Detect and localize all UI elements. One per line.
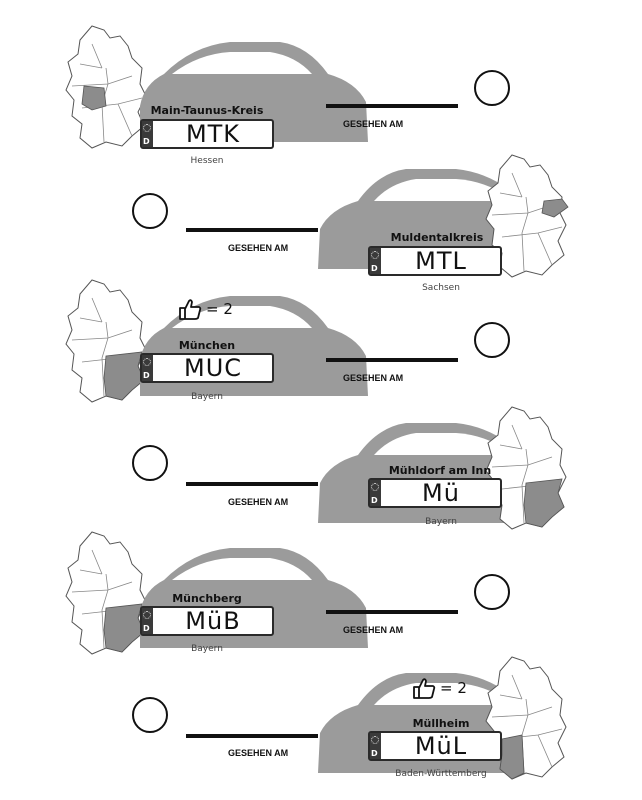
card-row-1: Main-Taunus-Kreis D MTK Hessen GESEHEN A… — [0, 24, 642, 166]
district-name: Münchberg — [172, 592, 242, 605]
plate-code: MTK — [185, 120, 241, 148]
seen-label: GESEHEN AM — [228, 243, 289, 253]
country-code: D — [371, 264, 378, 273]
country-code: D — [143, 624, 150, 633]
district-name: Main-Taunus-Kreis — [150, 104, 264, 117]
germany-map-icon — [485, 656, 567, 780]
eu-stars-icon — [371, 483, 379, 491]
check-circle[interactable] — [132, 193, 168, 229]
license-plate: D MüB — [140, 606, 274, 636]
germany-map-icon — [485, 154, 569, 278]
date-line — [326, 610, 458, 614]
germany-map-icon — [65, 279, 147, 403]
date-line — [186, 482, 318, 486]
card-row-5: Münchberg D MüB Bayern GESEHEN AM — [0, 530, 642, 657]
country-code: D — [143, 137, 150, 146]
card-row-3: = 2 München D MUC Bayern GESEHEN AM — [0, 278, 642, 405]
district-name: Muldentalkreis — [390, 231, 484, 244]
car-silhouette-icon — [140, 42, 368, 142]
state-name: Sachsen — [422, 283, 460, 293]
date-line — [326, 104, 458, 108]
thumbs-up-icon — [413, 678, 436, 699]
country-code: D — [143, 371, 150, 380]
eu-band: D — [370, 248, 381, 274]
district-name: Müllheim — [412, 717, 470, 730]
license-plate: D Mü — [368, 478, 502, 508]
license-plate: D MTL — [368, 246, 502, 276]
date-line — [326, 358, 458, 362]
plate-code: MüL — [414, 732, 468, 760]
likes-badge: = 2 — [178, 298, 233, 320]
state-name: Baden-Württemberg — [395, 769, 487, 779]
state-name: Hessen — [190, 156, 224, 166]
likes-count: = 2 — [440, 679, 467, 697]
card-row-4: GESEHEN AM Mühldorf am Inn D Mü Bayern — [0, 405, 642, 532]
card-row-6: GESEHEN AM = 2 Müllheim D MüL Baden-Würt… — [0, 655, 642, 782]
likes-count: = 2 — [206, 300, 233, 318]
check-circle[interactable] — [474, 574, 510, 610]
eu-stars-icon — [371, 736, 379, 744]
eu-band: D — [142, 121, 153, 147]
eu-band: D — [142, 608, 153, 634]
eu-stars-icon — [143, 358, 151, 366]
district-name: Mühldorf am Inn — [388, 464, 492, 477]
seen-label: GESEHEN AM — [343, 373, 404, 383]
eu-band: D — [370, 480, 381, 506]
check-circle[interactable] — [132, 445, 168, 481]
date-line — [186, 228, 318, 232]
seen-label: GESEHEN AM — [228, 748, 289, 758]
germany-map-icon — [65, 531, 147, 655]
eu-band: D — [370, 733, 381, 759]
license-plate: D MüL — [368, 731, 502, 761]
check-circle[interactable] — [132, 697, 168, 733]
likes-badge: = 2 — [412, 677, 467, 699]
check-circle[interactable] — [474, 322, 510, 358]
eu-stars-icon — [143, 124, 151, 132]
seen-label: GESEHEN AM — [228, 497, 289, 507]
plate-code: Mü — [422, 479, 460, 507]
plate-code: MüB — [185, 607, 241, 635]
state-name: Bayern — [191, 392, 223, 402]
thumbs-up-icon — [179, 299, 202, 320]
eu-stars-icon — [143, 611, 151, 619]
car-graphic — [120, 24, 380, 151]
license-plate: D MUC — [140, 353, 274, 383]
state-name: Bayern — [191, 644, 223, 654]
check-circle[interactable] — [474, 70, 510, 106]
country-code: D — [371, 749, 378, 758]
plate-code: MUC — [183, 354, 243, 382]
seen-label: GESEHEN AM — [343, 625, 404, 635]
date-line — [186, 734, 318, 738]
eu-band: D — [142, 355, 153, 381]
country-code: D — [371, 496, 378, 505]
card-row-2: GESEHEN AM Muldentalkreis D MTL Sachsen — [0, 151, 642, 293]
germany-map-icon — [485, 406, 567, 530]
plate-code: MTL — [415, 247, 467, 275]
state-name: Bayern — [425, 517, 457, 527]
eu-stars-icon — [371, 251, 379, 259]
district-name: München — [178, 339, 236, 352]
germany-map-icon — [65, 25, 147, 149]
license-plate: D MTK — [140, 119, 274, 149]
seen-label: GESEHEN AM — [343, 119, 404, 129]
